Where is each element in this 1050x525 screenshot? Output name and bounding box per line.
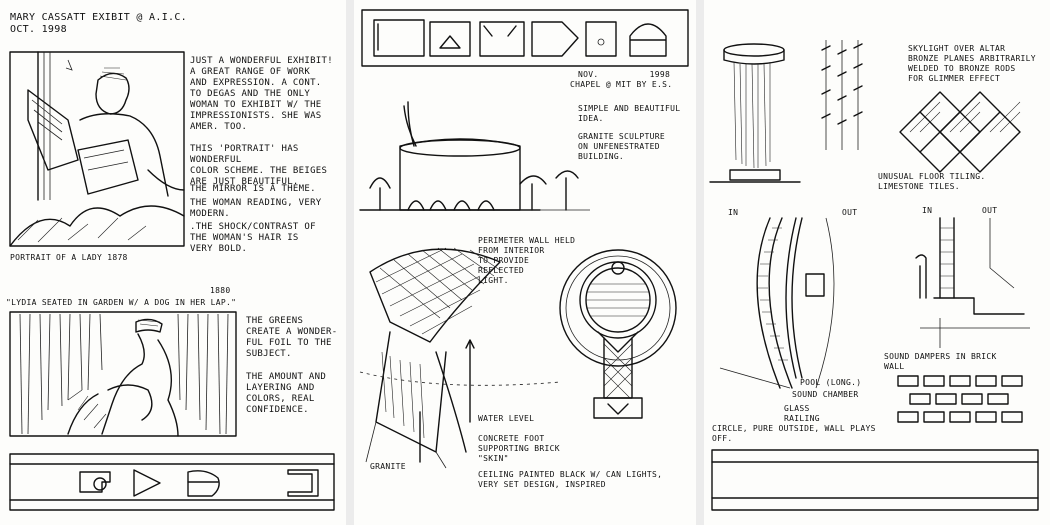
granite-label: GRANITE <box>370 462 406 471</box>
exhibit-note-4: THE WOMAN READING, VERY MODERN. <box>190 198 322 219</box>
chapel-date: NOV. 1998 <box>578 70 671 79</box>
right-empty-strip <box>711 449 1039 511</box>
wall-detail-sketch <box>915 217 1030 348</box>
lydia-note-1: THE GREENS CREATE A WONDER- FUL FOIL TO … <box>246 316 338 359</box>
glass-railing-label: GLASS RAILING <box>784 404 820 423</box>
altar-skylight-sketch <box>709 43 801 183</box>
lydia-year: 1880 <box>210 286 231 295</box>
middle-sketch-page: NOV. 1998 CHAPEL @ MIT BY E.S. SIMPLE AN… <box>354 0 696 525</box>
chapel-plan-strip <box>361 9 689 67</box>
lydia-note-2: THE AMOUNT AND LAYERING AND COLORS, REAL… <box>246 372 327 415</box>
page-gutter-left <box>346 0 354 525</box>
skylight-note: SKYLIGHT OVER ALTAR BRONZE PLANES ARBITR… <box>908 44 1036 83</box>
portrait-caption: PORTRAIT OF A LADY 1878 <box>10 253 128 262</box>
page-gutter-right <box>696 0 704 525</box>
chapel-note-5: CEILING PAINTED BLACK W/ CAN LIGHTS, VER… <box>478 470 663 489</box>
in-label-1: IN <box>728 208 739 217</box>
exhibit-date: OCT. 1998 <box>10 24 67 35</box>
exhibit-note-3: THE MIRROR IS A THEME. <box>190 184 316 194</box>
lydia-caption: "LYDIA SEATED IN GARDEN W/ A DOG IN HER … <box>6 298 237 307</box>
floor-tiling-sketch <box>899 91 1021 173</box>
chapel-note-3: PERIMETER WALL HELD FROM INTERIOR TO PRO… <box>478 236 576 285</box>
wall-section-sketch <box>719 217 835 389</box>
pool-label: POOL (LONG.) <box>800 378 862 387</box>
chapel-plan-sketch <box>559 249 677 419</box>
exhibit-title: MARY CASSATT EXIBIT @ A.I.C. <box>10 12 187 23</box>
chapel-title: CHAPEL @ MIT BY E.S. <box>570 80 673 89</box>
exhibit-note-5: .THE SHOCK/CONTRAST OF THE WOMAN'S HAIR … <box>190 222 316 254</box>
portrait-of-a-lady-sketch <box>9 51 185 247</box>
bronze-rods-sketch <box>821 40 863 150</box>
right-sketch-page: SKYLIGHT OVER ALTAR BRONZE PLANES ARBITR… <box>704 0 1050 525</box>
sound-chamber-label: SOUND CHAMBER <box>792 390 859 399</box>
brick-wall-sketch <box>897 375 1023 423</box>
chapel-note-2: GRANITE SCULPTURE ON UNFENESTRATED BUILD… <box>578 132 665 161</box>
water-level-label: WATER LEVEL <box>478 414 535 423</box>
floor-tiling-note: UNUSUAL FLOOR TILING. LIMESTONE TILES. <box>878 172 986 191</box>
left-sketch-page: MARY CASSATT EXIBIT @ A.I.C. OCT. 1998 P… <box>0 0 346 525</box>
exhibit-note-2: THIS 'PORTRAIT' HAS WONDERFUL COLOR SCHE… <box>190 144 328 187</box>
chapel-interior-sketch <box>359 247 561 469</box>
in-label-2: IN <box>922 206 933 215</box>
sound-dampers-note: SOUND DAMPERS IN BRICK WALL <box>884 352 997 371</box>
out-label-1: OUT <box>842 208 858 217</box>
chapel-note-1: SIMPLE AND BEAUTIFUL IDEA. <box>578 104 681 123</box>
out-label-2: OUT <box>982 206 998 215</box>
chapel-exterior-sketch <box>359 101 590 211</box>
circle-note: CIRCLE, PURE OUTSIDE, WALL PLAYS OFF. <box>712 424 876 443</box>
left-plan-strip <box>9 453 335 511</box>
exhibit-note-1: JUST A WONDERFUL EXHIBIT! A GREAT RANGE … <box>190 56 333 132</box>
lydia-in-garden-sketch <box>9 311 237 437</box>
chapel-note-4: CONCRETE FOOT SUPPORTING BRICK "SKIN" <box>478 434 560 463</box>
